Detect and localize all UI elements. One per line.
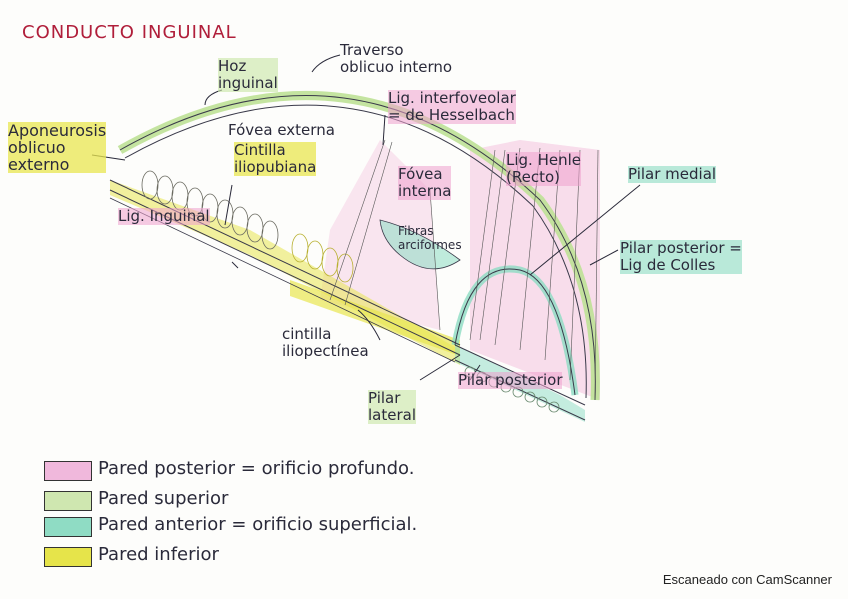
label-pilar-medial: Pilar medial xyxy=(628,165,717,183)
legend-swatch-teal xyxy=(44,517,92,537)
label-lig-interfoveolar: Lig. interfoveolar= de Hesselbach xyxy=(388,89,516,124)
label-pilar-posterior-bottom: Pilar posterior xyxy=(458,371,563,389)
label-lig-inguinal: Lig. Inguinal xyxy=(118,207,210,225)
camscanner-watermark: Escaneado con CamScanner xyxy=(662,572,832,587)
legend-text-posterior: Pared posterior = orificio profundo. xyxy=(98,458,415,479)
henle-hatching xyxy=(329,139,599,401)
inguinal-ligament-line-1 xyxy=(109,179,461,346)
label-fovea-externa: Fóvea externa xyxy=(228,121,335,139)
page-title: CONDUCTO INGUINAL xyxy=(22,22,237,43)
legend-swatch-pink xyxy=(44,461,92,481)
posterior-wall-shading xyxy=(470,140,600,400)
superior-wall-arch-inner xyxy=(124,104,587,399)
label-lig-henle: Lig. Henle(Recto) xyxy=(506,151,581,186)
legend-text-superior: Pared superior xyxy=(98,488,229,509)
legend-text-inferior: Pared inferior xyxy=(98,544,219,565)
superior-wall-arch-line xyxy=(119,95,596,401)
inguinal-ligament-line-3 xyxy=(109,197,456,363)
medial-pillar-arch-line xyxy=(454,268,576,396)
legend-swatch-green xyxy=(44,491,92,511)
fibras-arciformes-shape xyxy=(379,219,461,270)
legend-text-anterior: Pared anterior = orificio superficial. xyxy=(98,514,418,535)
legend-swatch-yellow xyxy=(44,547,92,567)
label-pilar-posterior: Pilar posterior =Lig de Colles xyxy=(620,239,742,274)
cintilla-coils xyxy=(141,170,354,283)
inferior-wall-band-2 xyxy=(290,280,460,356)
